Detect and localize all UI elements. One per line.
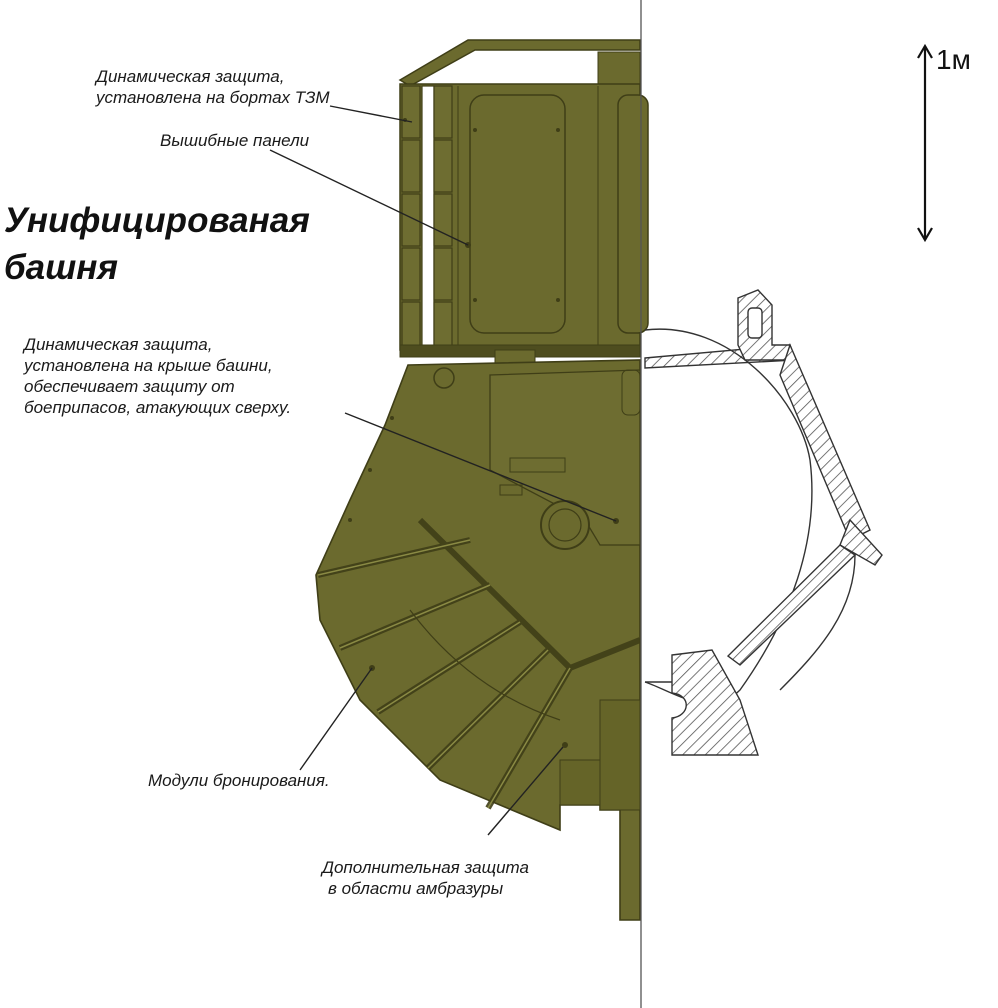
lower-armor-section [726, 544, 857, 666]
periscope-section [737, 289, 796, 361]
side-era-cells [401, 85, 453, 347]
blowout-panel [469, 94, 566, 334]
label-line: боеприпасов, атакующих сверху. [24, 398, 292, 417]
label-era-side: Динамическая защита, установлена на борт… [96, 66, 330, 108]
front-armor-section [779, 343, 871, 541]
title-line-1: Унифицированая [4, 201, 310, 240]
leader-armor-modules [299, 667, 373, 771]
label-embrasure: Дополнительная защита в области амбразур… [322, 857, 529, 899]
blowout-panel [617, 94, 649, 334]
label-line: установлена на бортах ТЗМ [96, 88, 330, 107]
label-blowout-panels: Вышибные панели [160, 130, 309, 151]
mantlet-section [671, 649, 759, 756]
embrasure-block [599, 699, 641, 811]
label-line: Дополнительная защита [322, 858, 529, 877]
label-line: Динамическая защита, [96, 67, 285, 86]
label-line: установлена на крыше башни, [24, 356, 273, 375]
label-era-roof: Динамическая защита, установлена на крыш… [24, 334, 291, 418]
section-view [644, 289, 883, 756]
periscope [433, 367, 455, 389]
leader-lines [269, 105, 617, 836]
label-line: обеспечивает защиту от [24, 377, 235, 396]
label-line: в области амбразуры [328, 879, 504, 898]
label-armor-modules: Модули бронирования. [148, 770, 330, 791]
title-line-2: башня [4, 248, 119, 287]
leader-era-side [329, 105, 413, 123]
roof-block [597, 51, 641, 85]
leader-embrasure [487, 746, 564, 836]
leader-blowout-panels [269, 149, 469, 246]
label-line: Динамическая защита, [24, 335, 213, 354]
hatch-cover [540, 500, 590, 550]
scale-arrow [917, 43, 933, 243]
label-line: Модули бронирования. [148, 771, 330, 790]
armor-side-view [315, 39, 649, 921]
scale-label: 1м [936, 44, 971, 75]
label-line: Вышибные панели [160, 131, 310, 150]
leader-era-roof [344, 412, 617, 522]
